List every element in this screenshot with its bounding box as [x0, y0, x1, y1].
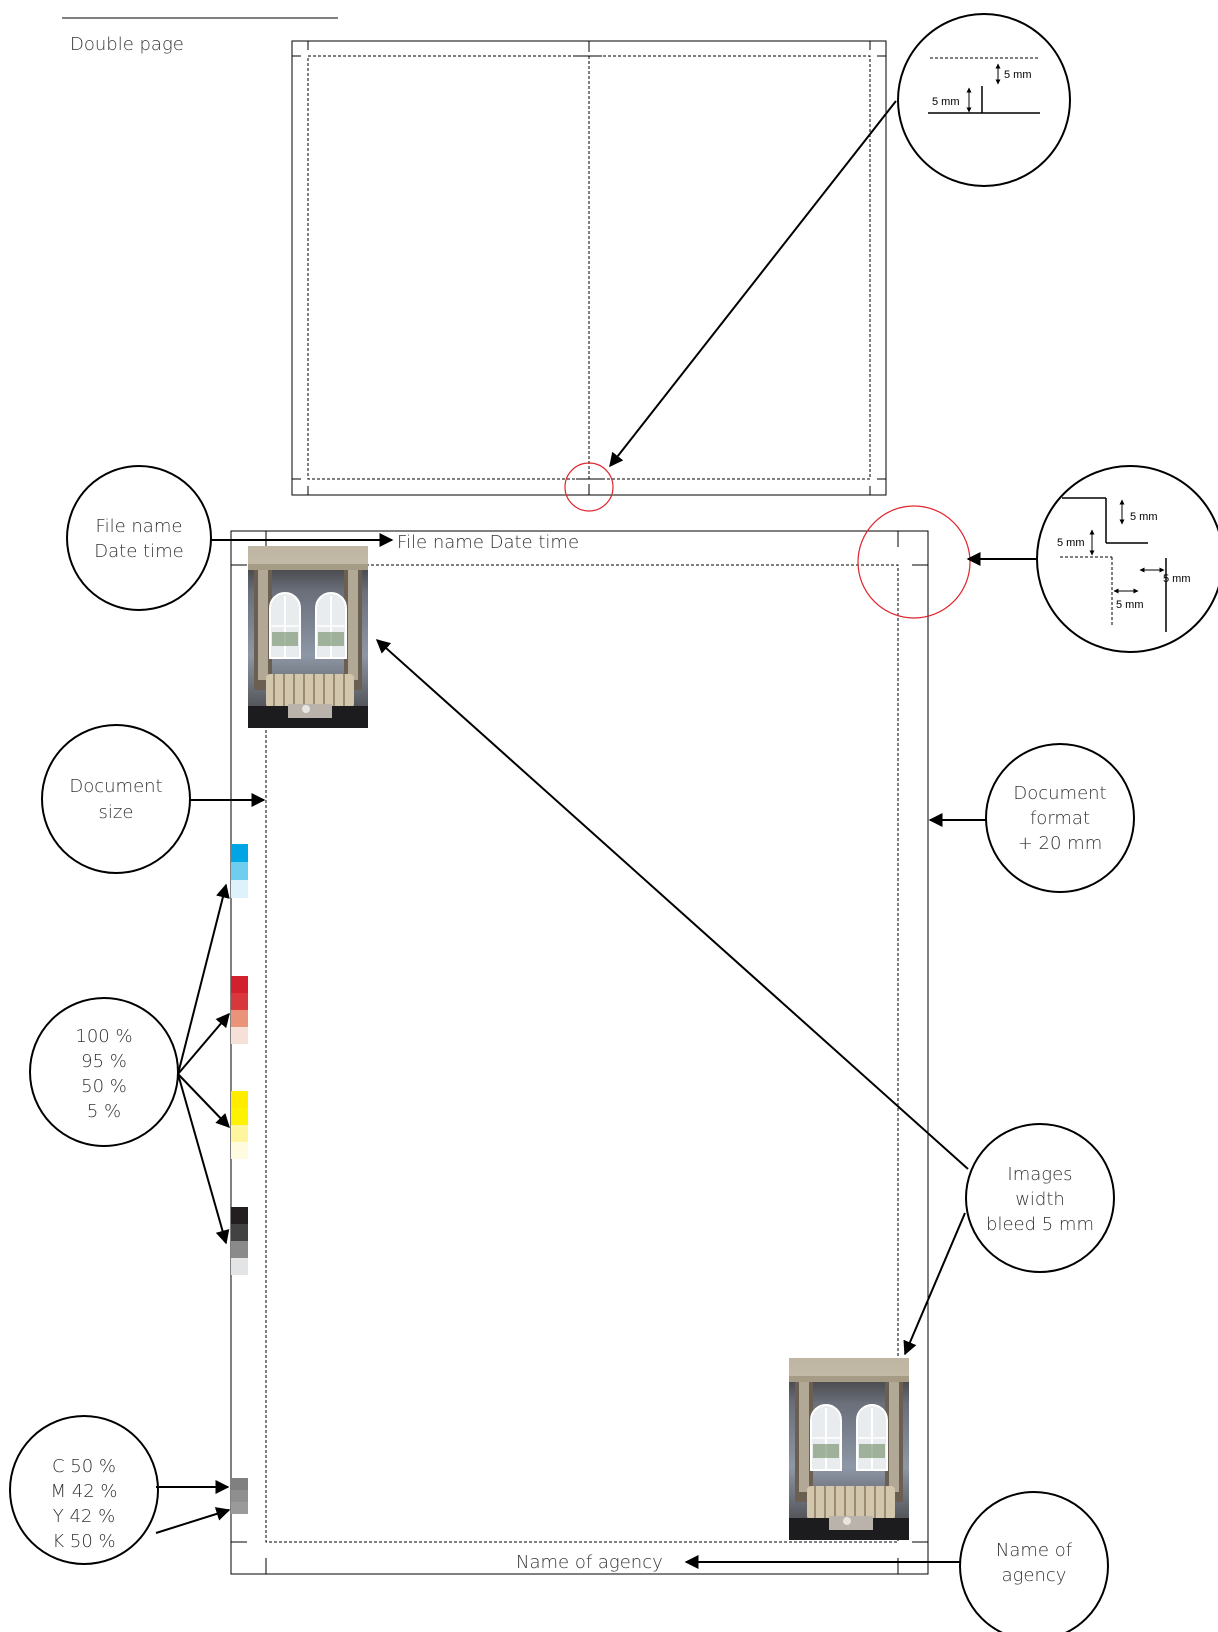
corner-detail-label-top: 5 mm — [1130, 511, 1158, 523]
percentages-arrows — [177, 883, 230, 1245]
document-format-callout-line-2: format — [1030, 808, 1090, 829]
top-left-image — [247, 545, 369, 729]
black-swatch-2 — [231, 1224, 248, 1241]
yellow-bar — [231, 1091, 248, 1159]
file-name-callout-line-1: File name — [96, 516, 183, 537]
percentages-callout: 100 % 95 % 50 % 5 % — [29, 997, 179, 1147]
cyan-swatch-1 — [231, 844, 248, 862]
document-format-callout-line-3: + 20 mm — [1018, 833, 1103, 854]
cmyk-line-y: Y 42 % — [53, 1506, 115, 1527]
document-size-callout-line-1: Document — [69, 776, 162, 797]
percent-line-1: 100 % — [75, 1026, 132, 1047]
images-arrows — [375, 639, 969, 1356]
gray-swatch-3 — [231, 1502, 248, 1514]
cyan-swatch-3 — [231, 880, 248, 898]
images-callout-line-2: width — [1015, 1189, 1065, 1210]
black-bar — [231, 1207, 248, 1275]
cmyk-line-k: K 50 % — [52, 1531, 115, 1552]
single-page-frame — [230, 530, 929, 1575]
percent-line-2: 95 % — [81, 1051, 127, 1072]
single-page-footer-text: Name of agency — [516, 1552, 663, 1573]
images-callout-line-1: Images — [1007, 1164, 1072, 1185]
images-callout: Images width bleed 5 mm — [965, 1123, 1115, 1273]
double-page-detail-callout: 5 mm 5 mm — [897, 13, 1071, 187]
yellow-swatch-2 — [231, 1108, 248, 1125]
file-name-callout: File name Date time — [66, 465, 212, 611]
yellow-swatch-1 — [231, 1091, 248, 1108]
corner-detail-label-bottom: 5 mm — [1116, 599, 1144, 611]
double-page-detail-label-a: 5 mm — [1004, 69, 1032, 81]
black-swatch-1 — [231, 1207, 248, 1224]
document-size-callout-line-2: size — [99, 802, 134, 823]
agency-callout-line-1: Name of — [996, 1540, 1073, 1561]
corner-detail-label-left: 5 mm — [1057, 537, 1085, 549]
document-size-callout: Document size — [41, 724, 191, 874]
file-name-callout-line-2: Date time — [94, 541, 183, 562]
cyan-swatch-2 — [231, 862, 248, 880]
black-swatch-3 — [231, 1241, 248, 1258]
document-format-callout-line-1: Document — [1013, 783, 1106, 804]
cmyk-arrows — [155, 1480, 231, 1534]
magenta-swatch-1 — [231, 976, 248, 993]
color-bars — [231, 844, 248, 1514]
percent-line-4: 5 % — [87, 1101, 121, 1122]
corner-detail-callout: 5 mm 5 mm 5 mm 5 mm — [1036, 465, 1218, 653]
gray-bar — [231, 1478, 248, 1514]
cmyk-line-m: M 42 % — [51, 1481, 118, 1502]
cmyk-line-c: C 50 % — [52, 1456, 116, 1477]
black-swatch-4 — [231, 1258, 248, 1275]
magenta-swatch-2 — [231, 993, 248, 1010]
images-callout-line-3: bleed 5 mm — [986, 1214, 1094, 1235]
percent-line-3: 50 % — [81, 1076, 127, 1097]
double-page-title: Double page — [70, 34, 184, 55]
gray-swatch-1 — [231, 1478, 248, 1490]
bottom-right-image — [788, 1357, 910, 1541]
yellow-swatch-4 — [231, 1142, 248, 1159]
agency-callout-line-2: agency — [1002, 1565, 1067, 1586]
double-page-detail-label-b: 5 mm — [932, 96, 960, 108]
corner-detail-label-right: 5 mm — [1163, 573, 1191, 585]
agency-callout: Name of agency — [959, 1491, 1109, 1632]
magenta-swatch-3 — [231, 1010, 248, 1027]
gutter-arrow — [609, 100, 897, 468]
magenta-bar — [231, 976, 248, 1044]
document-format-callout: Document format + 20 mm — [985, 743, 1135, 893]
cmyk-callout: C 50 % M 42 % Y 42 % K 50 % — [9, 1415, 159, 1565]
single-page-header-text: File name Date time — [397, 532, 579, 553]
gray-swatch-2 — [231, 1490, 248, 1502]
corner-highlight-circle — [857, 505, 971, 619]
yellow-swatch-3 — [231, 1125, 248, 1142]
cyan-bar — [231, 844, 248, 898]
magenta-swatch-4 — [231, 1027, 248, 1044]
gutter-highlight-circle — [564, 462, 614, 512]
double-page-frame — [291, 40, 887, 496]
